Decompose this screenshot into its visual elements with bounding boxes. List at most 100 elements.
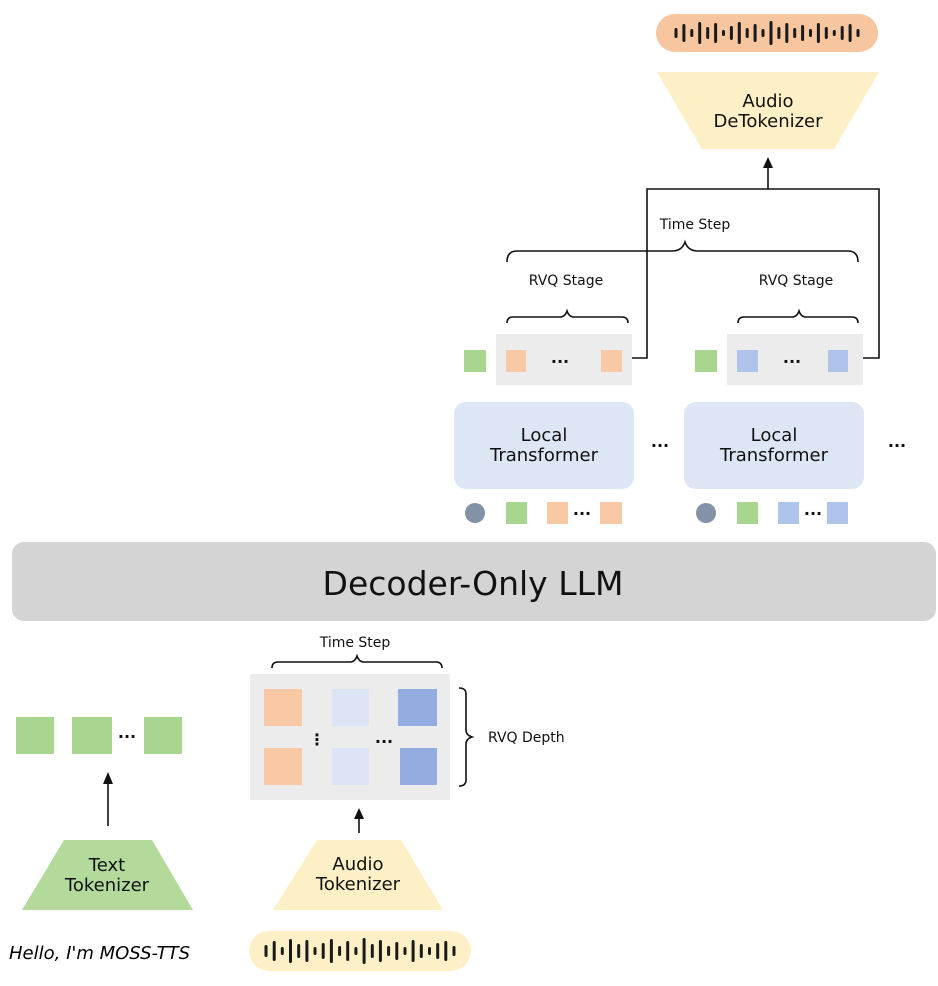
waveform-bar [801,25,805,41]
waveform-bar [722,30,725,36]
waveform-bar [785,23,789,43]
audio-tokenizer-label-line1: Audio [332,854,383,875]
audio-token-peach [600,502,622,524]
audio-token-light-blue [332,748,369,785]
text-token-input-right [737,502,758,524]
text-token [16,717,54,754]
audio-token-peach [601,350,622,372]
ellipsis-text: ... [804,500,822,519]
waveform-bar [769,21,773,45]
hidden-state-circle [465,503,485,523]
local-transformer-right [684,402,864,489]
waveform-bar [761,29,765,37]
audio-token-peach [264,748,302,785]
ellipsis-text: ... [551,348,569,367]
ellipsis-text: ... [783,348,801,367]
detokenizer-arrow-head [763,157,773,168]
waveform-bar [816,23,820,43]
rvq-depth-label: RVQ Depth [488,730,565,746]
ellipsis-text: ... [888,432,906,451]
audio-token-blue [400,748,437,785]
waveform-bar [338,946,342,956]
waveform-bar [346,941,350,961]
text-tokenizer-arrow-head [103,772,113,784]
waveform-bar [313,947,317,955]
waveform-bar [370,944,374,958]
waveform-bar [737,22,741,44]
waveform-bar [428,947,431,955]
text-token-output-right [695,350,717,372]
time-step-brace-top [506,239,859,263]
text-tokenizer-label-line1: Text [88,855,125,876]
connector-left-panel [632,188,768,359]
waveform-bar [753,24,757,42]
waveform-bar [729,26,733,40]
local-transformer-left-label-line1: Local [521,425,568,446]
local-transformer-left-label-line2: Transformer [489,445,599,466]
waveform-bar [395,942,399,960]
waveform-bar [706,27,710,39]
text-token-output-left [464,350,486,372]
waveform-bar [856,29,860,37]
waveform-bar [690,29,694,37]
waveform-bar [272,941,276,961]
audio-token-peach [547,502,568,524]
audio-tokenizer-arrow-head [354,808,364,819]
time-step-label-bottom: Time Step [319,635,391,651]
waveform-bar [714,23,718,43]
audio-token-blue [778,502,799,524]
waveform-bar [832,30,836,36]
ellipsis-text: ... [651,432,669,451]
audio-token-blue [398,689,437,726]
audio-detokenizer-label-line1: Audio [742,91,793,112]
waveform-bar [745,28,749,38]
rvq-depth-brace [458,687,475,787]
local-transformer-left [454,402,634,489]
time-step-label-top: Time Step [659,217,731,233]
waveform-bar [809,29,812,37]
rvq-stage-brace-right [737,308,859,324]
waveform-bar [378,940,382,962]
audio-tokenizer-block [273,840,443,910]
input-text-sample: Hello, I'm MOSS-TTS [9,943,190,964]
text-token [144,717,182,754]
waveform-bar [297,944,301,958]
waveform-bar [387,946,391,956]
output-waveform-pill [656,14,878,52]
audio-tokenizer-label-line2: Tokenizer [315,874,401,895]
time-step-brace-bottom [271,653,443,669]
vertical-ellipsis-text: ⋮ [309,730,325,749]
audio-token-blue [827,502,848,524]
waveform-bar [289,939,292,963]
input-waveform-icon [264,938,456,964]
text-token [72,717,112,754]
waveform-bar [419,944,423,958]
waveform-bar [674,28,678,38]
text-token-input-left [506,502,527,524]
output-waveform-icon [674,21,860,45]
waveform-bar [362,938,366,964]
hidden-state-circle [696,503,716,523]
ellipsis-text: ... [573,500,591,519]
waveform-bar [793,28,797,38]
waveform-bar [436,943,440,959]
waveform-bar [848,24,852,42]
audio-token-peach [506,350,526,372]
text-tokenizer-label-line2: Tokenizer [64,875,150,896]
rvq-stage-brace-left [506,308,629,324]
waveform-bar [777,27,781,39]
audio-detokenizer-label-line2: DeTokenizer [713,111,823,132]
waveform-bar [305,940,309,962]
waveform-bar [329,939,333,963]
waveform-bar [321,943,325,959]
local-transformer-right-label-line2: Transformer [719,445,829,466]
ellipsis-text: ... [118,723,136,742]
audio-token-blue [828,350,848,372]
waveform-bar [444,941,448,961]
waveform-bar [403,947,407,955]
waveform-bar [411,940,415,962]
local-transformer-right-label-line1: Local [751,425,798,446]
waveform-bar [682,24,686,42]
audio-token-blue [737,350,758,372]
